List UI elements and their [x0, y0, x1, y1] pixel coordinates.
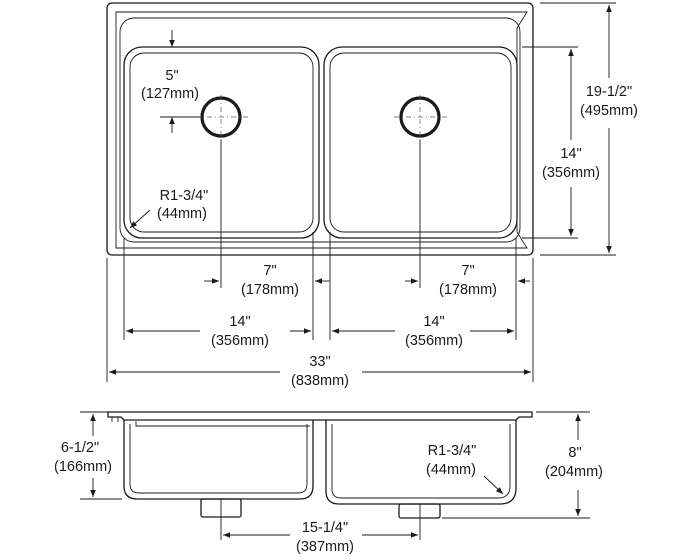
bowl-depth-metric: (356mm) — [542, 165, 600, 181]
overall-width-imperial: 33" — [309, 354, 330, 370]
right-section-depth-imperial: 8" — [568, 445, 581, 461]
bottom-radius-imperial: R1-3/4" — [428, 443, 477, 459]
right-drain-offset-metric: (178mm) — [439, 282, 497, 298]
right-bowl-profile — [325, 420, 517, 505]
right-bowl-inner — [329, 52, 512, 233]
drain-setback-metric: (127mm) — [141, 86, 199, 102]
dimension-labels: 5" (127mm) R1-3/4" (44mm) 19-1/2" (495mm… — [54, 68, 638, 555]
drain-spacing-metric: (387mm) — [296, 539, 354, 555]
left-drain-offset-imperial: 7" — [263, 263, 276, 279]
right-bowl-outline — [323, 46, 518, 239]
bottom-radius-metric: (44mm) — [426, 462, 476, 478]
corner-radius-metric: (44mm) — [157, 206, 207, 222]
top-view-dimensions — [106, 2, 616, 382]
left-section-depth-metric: (166mm) — [54, 459, 112, 475]
section-rim — [107, 411, 533, 421]
bowl-depth-imperial: 14" — [560, 146, 581, 162]
right-bowl-width-metric: (356mm) — [405, 333, 463, 349]
sink-rim-edge — [115, 11, 528, 249]
left-bowl-width-imperial: 14" — [229, 314, 250, 330]
sink-outer-rim — [106, 2, 534, 256]
right-bowl-width-imperial: 14" — [423, 314, 444, 330]
left-bowl-width-metric: (356mm) — [211, 333, 269, 349]
overall-depth-imperial: 19-1/2" — [586, 84, 632, 100]
section-view-dimensions — [80, 411, 590, 538]
right-section-depth-metric: (204mm) — [545, 464, 603, 480]
left-bowl-profile — [123, 420, 314, 500]
left-bowl-inner — [129, 52, 314, 233]
corner-radius-imperial: R1-3/4" — [160, 188, 209, 204]
drain-spacing-imperial: 15-1/4" — [302, 520, 348, 536]
right-drain-offset-imperial: 7" — [461, 263, 474, 279]
left-bowl-outline — [123, 46, 320, 239]
right-drain-tailpiece — [398, 503, 441, 519]
section-view — [107, 411, 533, 540]
left-section-depth-imperial: 6-1/2" — [61, 440, 99, 456]
overall-width-metric: (838mm) — [291, 373, 349, 389]
drain-setback-imperial: 5" — [165, 68, 178, 84]
overall-depth-metric: (495mm) — [580, 103, 638, 119]
top-view — [106, 2, 534, 256]
left-drain-offset-metric: (178mm) — [241, 282, 299, 298]
sink-inner-deck — [119, 17, 521, 243]
